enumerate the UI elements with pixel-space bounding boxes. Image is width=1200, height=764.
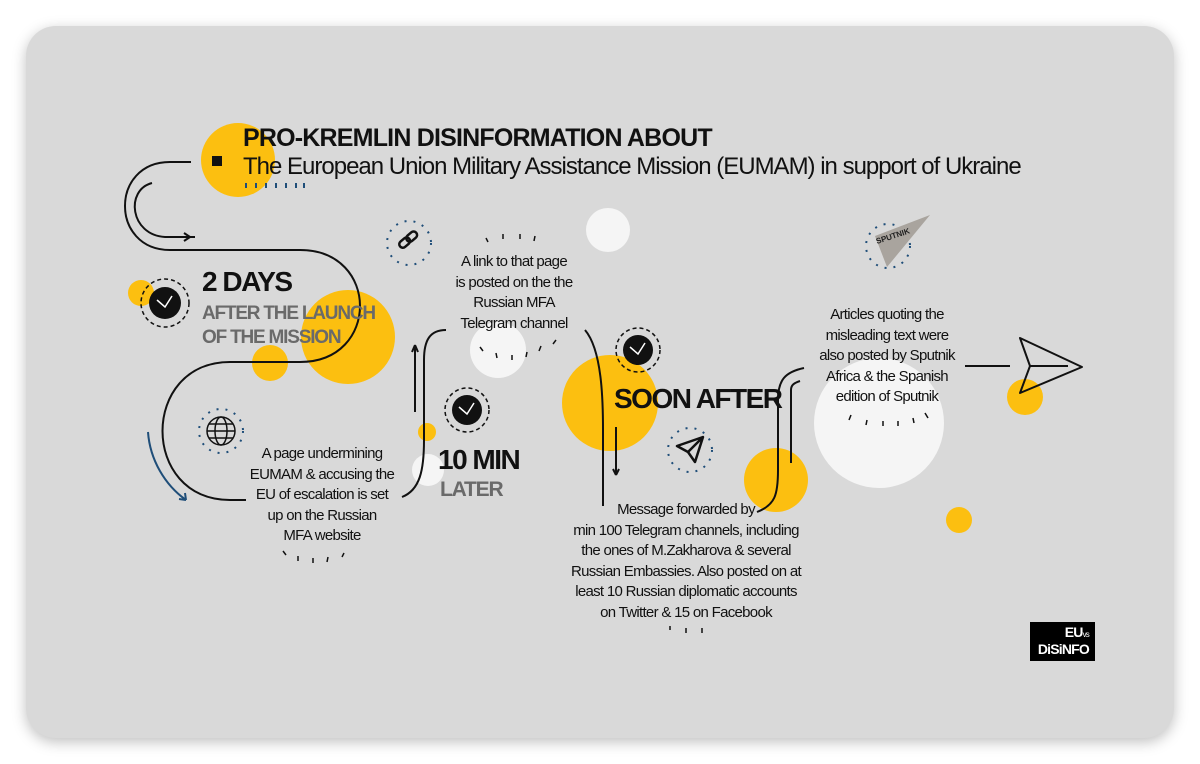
clock-icon — [140, 278, 190, 328]
text-line: Africa & the Spanish — [826, 367, 949, 385]
text-line: A link to that page — [461, 253, 568, 270]
page-title: PRO-KREMLIN DISINFORMATION ABOUT — [243, 124, 713, 152]
connector — [756, 367, 805, 513]
timeline-arrow — [133, 182, 195, 238]
white-circle — [586, 208, 630, 252]
text-line: edition of Sputnik — [835, 388, 939, 405]
timeline-path — [124, 161, 361, 501]
text-line: MFA website — [283, 527, 361, 544]
text-line: Telegram channel — [460, 314, 568, 332]
text-line: A page undermining — [261, 445, 384, 462]
text-line: misleading text were — [825, 326, 949, 344]
telegram-icon — [667, 427, 713, 473]
yellow-circle — [1007, 379, 1043, 415]
yellow-circle — [946, 507, 972, 533]
message-step-text: Message forwarded by min 100 Telegram ch… — [556, 500, 816, 623]
articles-step-text: Articles quoting the misleading text wer… — [807, 305, 967, 408]
white-circle — [814, 358, 944, 488]
text-line: the ones of M.Zakharova & several — [581, 542, 791, 559]
text-line: Russian MFA — [473, 294, 555, 311]
globe-icon — [198, 408, 244, 454]
clock-icon — [615, 327, 661, 373]
text-line: Articles quoting the — [830, 306, 944, 323]
two-days-caption: AFTER THE LAUNCH OF THE MISSION — [202, 302, 376, 350]
blue-arrow — [147, 431, 187, 501]
sputnik-logo: SPUTNIK — [865, 215, 930, 269]
text-line: least 10 Russian diplomatic accounts — [575, 583, 797, 600]
caption-line: AFTER THE LAUNCH — [202, 303, 376, 324]
bullet-square — [212, 156, 222, 166]
soon-after-heading: SOON AFTER — [614, 383, 783, 414]
two-days-heading: 2 DAYS — [202, 266, 293, 297]
logo-bottom: DiSiNFO — [1037, 641, 1090, 657]
page-subtitle: The European Union Military Assistance M… — [243, 153, 1022, 180]
white-circle — [470, 322, 526, 378]
yellow-circle — [418, 423, 436, 441]
yellow-circle — [201, 123, 275, 197]
logo-small: vs — [1082, 630, 1090, 639]
text-line: EU of escalation is set — [255, 486, 389, 503]
text-line: min 100 Telegram channels, including — [573, 521, 799, 539]
text-line: on Twitter & 15 on Facebook — [600, 603, 772, 621]
text-line: Russian Embassies. Also posted on at — [571, 562, 802, 580]
send-arrow-icon — [1019, 337, 1083, 394]
yellow-circle — [744, 448, 808, 512]
caption-line: OF THE MISSION — [202, 327, 342, 348]
text-line: is posted on the the — [455, 273, 574, 291]
euvsdisinfo-logo: EUvs DiSiNFO — [1030, 622, 1095, 661]
yellow-circle — [301, 290, 395, 384]
page-step-text: A page undermining EUMAM & accusing the … — [232, 444, 412, 547]
text-line: EUMAM & accusing the — [249, 465, 395, 483]
ten-min-caption: LATER — [440, 478, 504, 501]
ten-min-heading: 10 MIN — [438, 444, 521, 475]
text-line: Message forwarded by — [617, 501, 755, 518]
text-line: up on the Russian — [267, 506, 377, 524]
clock-icon — [444, 387, 490, 433]
logo-top: EU — [1064, 624, 1084, 640]
link-icon — [386, 220, 432, 266]
link-step-text: A link to that page is posted on the the… — [434, 252, 594, 334]
connector — [584, 329, 604, 506]
connector — [401, 329, 447, 498]
yellow-circle — [562, 355, 658, 451]
text-line: also posted by Sputnik — [819, 347, 955, 364]
